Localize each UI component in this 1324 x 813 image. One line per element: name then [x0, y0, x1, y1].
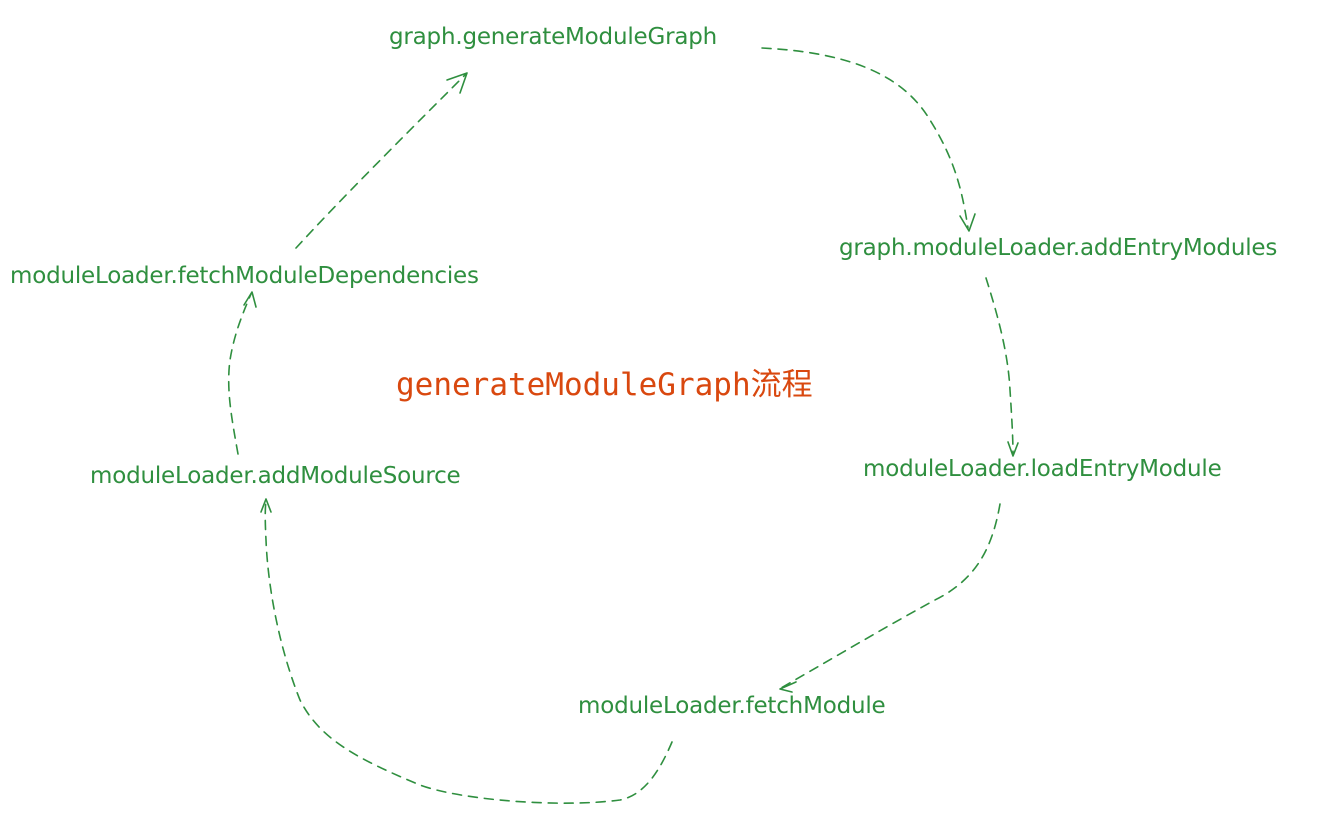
edge-fetchmodule-to-addsource: [260, 498, 673, 804]
node-add-module-source: moduleLoader.addModuleSource: [90, 463, 461, 489]
node-load-entry-module: moduleLoader.loadEntryModule: [863, 456, 1222, 482]
diagram-title: generateModuleGraph流程: [396, 367, 813, 403]
node-generate-module-graph: graph.generateModuleGraph: [389, 24, 718, 50]
node-add-entry-modules: graph.moduleLoader.addEntryModules: [839, 235, 1278, 261]
edge-addsource-to-fetchdeps: [227, 291, 257, 455]
edge-fetchdeps-to-generate: [295, 72, 468, 249]
edge-addentry-to-loadentry: [985, 277, 1019, 457]
edge-loadentry-to-fetchmodule: [779, 503, 1001, 693]
node-fetch-module-dependencies: moduleLoader.fetchModuleDependencies: [10, 263, 479, 289]
edge-generate-to-addentry: [761, 47, 976, 232]
node-fetch-module: moduleLoader.fetchModule: [578, 693, 886, 719]
